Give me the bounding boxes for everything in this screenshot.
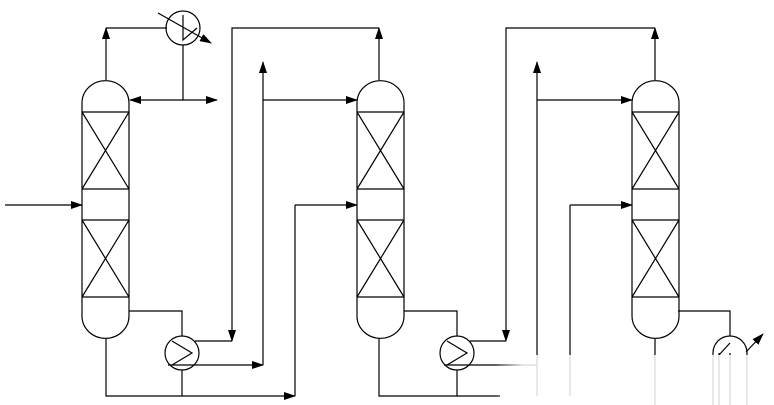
packing-bed — [356, 219, 405, 298]
distillation-column-3 — [631, 80, 680, 339]
packing-bed — [81, 111, 130, 190]
packing-bed — [631, 219, 680, 298]
interconnect-lines-1 — [168, 27, 383, 369]
distillation-column-1 — [81, 80, 130, 339]
column-shell — [631, 80, 680, 339]
distillation-column-2 — [356, 80, 405, 339]
packing-bed — [356, 111, 405, 190]
column-shell — [81, 80, 130, 339]
column1-overhead-line — [102, 27, 167, 80]
condenser — [157, 10, 212, 46]
reflux-line — [129, 45, 218, 104]
reboiler-2 — [439, 335, 475, 371]
column-shell — [356, 80, 405, 339]
packing-bed — [631, 111, 680, 190]
interconnect-lines-2 — [444, 27, 659, 396]
reboiler-1 — [164, 335, 200, 371]
column1-bottom-lines — [105, 201, 358, 400]
fade-overlay — [495, 355, 774, 405]
packing-bed — [81, 219, 130, 298]
